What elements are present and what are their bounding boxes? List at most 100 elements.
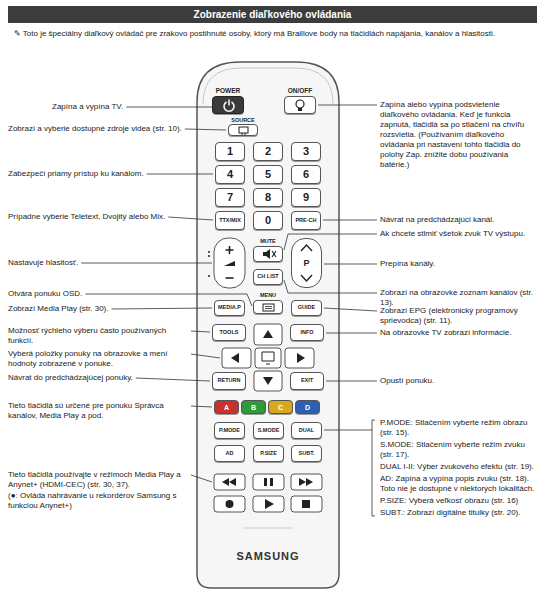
play-button [253,496,284,512]
leader-line [326,333,377,334]
button-label: 9 [303,192,309,203]
leader-line [168,217,213,220]
button-label: PRE-CH [295,218,316,224]
fast-forward-button [291,474,322,490]
leader-line [112,308,213,309]
remote-button: TOOLS [212,324,246,341]
play-icon [265,499,274,509]
button-heading: MENU [260,292,276,300]
volume-rocker-body [214,238,245,288]
leader-line [191,331,210,332]
braille-dot [208,251,210,253]
button-label: 0 [265,215,271,226]
leader-line [326,381,377,382]
button-face [228,124,258,136]
labeled-button: ON/OFF [284,86,316,114]
remote-button: RETURN [212,372,246,390]
button-face [212,96,244,114]
labeled-button: SOURCE [228,117,258,136]
callout-text: Zapína a vypína TV. [52,102,123,112]
button-label: C [278,404,283,411]
button-label: 2 [265,146,271,157]
button-label: INFO [300,330,313,336]
remote-button: 2 [253,142,283,161]
callout-text: SUBT.: Zobrazí digitálne titulky (str. 2… [380,508,521,518]
playback-icons [222,478,313,509]
button-label: 1 [227,146,233,157]
button-label: P [303,259,309,268]
button-label: P.MODE [219,428,240,434]
button-label: 3 [303,146,309,157]
minus-sign [226,277,234,279]
stop-button [291,496,322,512]
remote-button: 0 [253,211,283,230]
leader-line [324,264,377,265]
button-label: GUIDE [298,305,315,311]
remote-button: AD [214,445,245,462]
callout-text: Zabezpečí priamy prístup ku kanálom. [8,169,144,179]
leader-line [147,174,213,175]
remote-button: 4 [215,165,245,184]
callout-text: DUAL I-II: Výber zvukového efektu (str. … [380,462,534,472]
arrow-right [297,353,305,363]
record-button [214,496,245,512]
callout-text: Možnosť rýchleho výberu často používanýc… [8,326,188,346]
leader-line [323,220,377,221]
remote-button: DUAL [291,422,322,439]
arrow-up-button [254,324,282,345]
speaker-grille-line [243,528,293,529]
callout-text: P.SIZE: Vyberá veľkosť obrazu (str. 16) [380,496,518,506]
button-heading: SOURCE [231,117,255,124]
callout-text: Tieto tlačidlá sú určené pre ponuku Sprá… [8,401,188,421]
button-face [284,96,316,114]
labeled-button: POWER [212,86,244,114]
stop-icon [302,500,310,508]
button-heading: ON/OFF [288,86,313,96]
record-icon [226,500,234,508]
button-heading: POWER [216,86,241,96]
rewind-icon [222,478,236,486]
remote-button: 1 [215,142,245,161]
remote-button: P.SIZE [253,445,284,462]
callout-text: Zobrazí a vyberie dostupné zdroje videa … [8,124,182,134]
remote-button: P.MODE [214,422,245,439]
button-label: RETURN [218,378,241,384]
labeled-button: MENU [253,292,283,314]
remote-body [197,62,339,588]
button-label: 8 [265,192,271,203]
remote-button: A [214,400,239,414]
remote-button: 3 [291,142,321,161]
arrow-up [263,330,273,338]
callout-text: (●: Ovláda nahrávanie u rekordérov Samsu… [8,491,188,511]
fast-forward-icon [299,478,313,486]
arrow-down [263,377,273,385]
button-face [253,300,283,314]
remote-button: 5 [253,165,283,184]
leader-line [324,430,372,431]
remote-button: 6 [291,165,321,184]
remote-button: CH LIST [253,269,283,285]
note-text: ✎ Toto je špeciálny diaľkový ovládač pre… [14,29,495,39]
remote-button: 8 [253,188,283,207]
leader-line [185,129,226,130]
labeled-button: MUTE [253,238,283,262]
remote-button: 9 [291,188,321,207]
callout-text: Návrat do predchádzajúcej ponuky. [8,373,133,383]
callout-text: Zobrazí Media Play (str. 30). [8,304,108,314]
button-icon [285,97,317,115]
arrow-left [231,353,239,363]
button-label: SUBT. [299,451,315,457]
callout-text: Zobrazí na obrazovke zoznam kanálov (str… [380,288,538,308]
remote-button: 7 [215,188,245,207]
button-label: DUAL [299,428,314,434]
callout-text: Ak chcete stlmiť všetok zvuk TV výstupu. [380,229,525,239]
callout-text: Návrat na predchádzajúci kanál. [380,215,494,225]
button-label: 4 [227,169,233,180]
leader-line [81,263,212,264]
button-label: 5 [265,169,271,180]
callout-text: Vyberá položky ponuky na obrazovke a men… [8,349,188,369]
button-icon [254,247,284,263]
enter-icon [262,352,274,364]
callout-text: S.MODE: Stlačením vyberte režim zvuku (s… [380,440,538,460]
